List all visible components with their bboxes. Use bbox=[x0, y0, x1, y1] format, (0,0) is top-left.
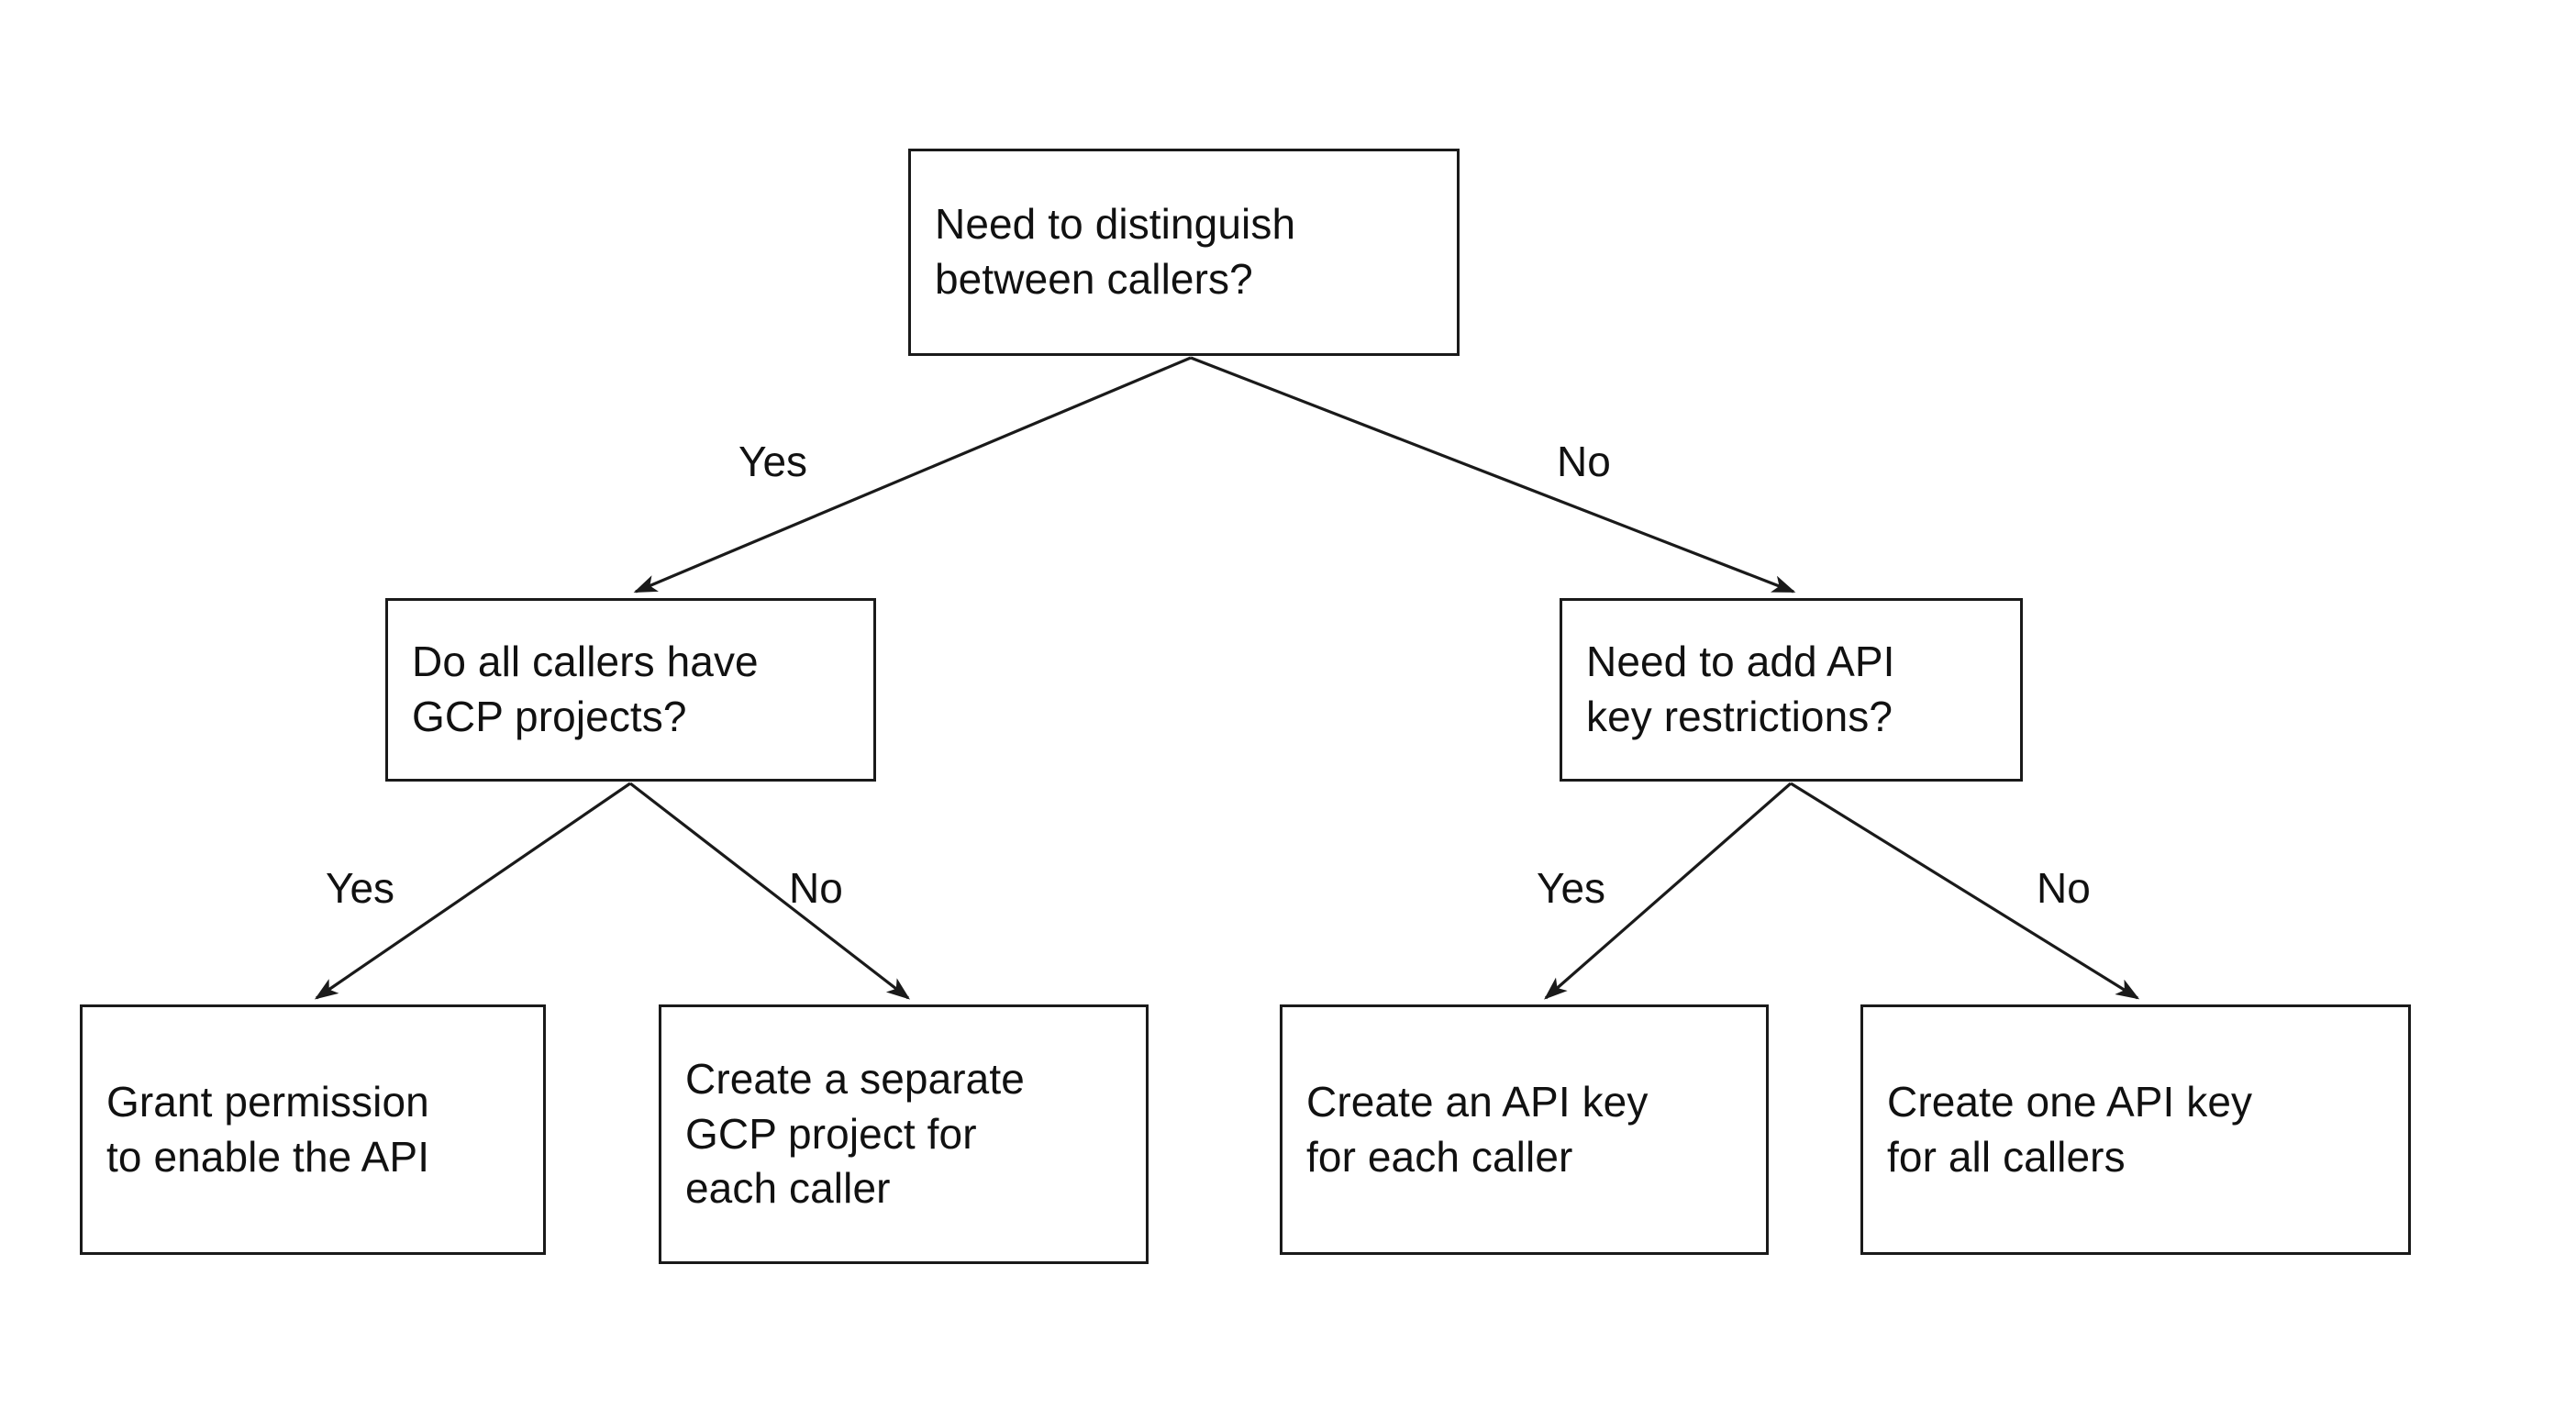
edge-label-gcp-no: No bbox=[789, 864, 843, 912]
edge-label-restrictions-no: No bbox=[2037, 864, 2091, 912]
node-label-api-key-restrictions: Need to add API key restrictions? bbox=[1586, 638, 1895, 740]
node-label-separate-gcp-project: Create a separate GCP project for each c… bbox=[685, 1054, 1025, 1213]
edge-gcp-no bbox=[629, 782, 911, 1000]
edge-root-no bbox=[1190, 356, 1796, 594]
node-label-callers-have-gcp: Do all callers have GCP projects? bbox=[412, 638, 759, 740]
node-label-root: Need to distinguish between callers? bbox=[935, 200, 1296, 303]
edge-label-gcp-yes: Yes bbox=[326, 864, 395, 912]
node-separate-gcp-project[interactable]: Create a separate GCP project for each c… bbox=[659, 1004, 1149, 1264]
edge-root-yes bbox=[633, 356, 1192, 594]
edge-label-root-yes: Yes bbox=[738, 438, 808, 485]
node-root[interactable]: Need to distinguish between callers? bbox=[908, 149, 1460, 356]
node-api-key-each-caller[interactable]: Create an API key for each caller bbox=[1280, 1004, 1769, 1255]
node-label-api-key-all-callers: Create one API key for all callers bbox=[1887, 1077, 2253, 1181]
node-label-api-key-each-caller: Create an API key for each caller bbox=[1306, 1077, 1649, 1181]
edge-label-root-no: No bbox=[1557, 438, 1611, 485]
node-label-grant-permission: Grant permission to enable the API bbox=[106, 1077, 430, 1181]
node-api-key-all-callers[interactable]: Create one API key for all callers bbox=[1860, 1004, 2411, 1255]
node-callers-have-gcp[interactable]: Do all callers have GCP projects? bbox=[385, 598, 876, 782]
node-grant-permission[interactable]: Grant permission to enable the API bbox=[80, 1004, 546, 1255]
edge-label-restrictions-yes: Yes bbox=[1537, 864, 1606, 912]
node-api-key-restrictions[interactable]: Need to add API key restrictions? bbox=[1560, 598, 2023, 782]
